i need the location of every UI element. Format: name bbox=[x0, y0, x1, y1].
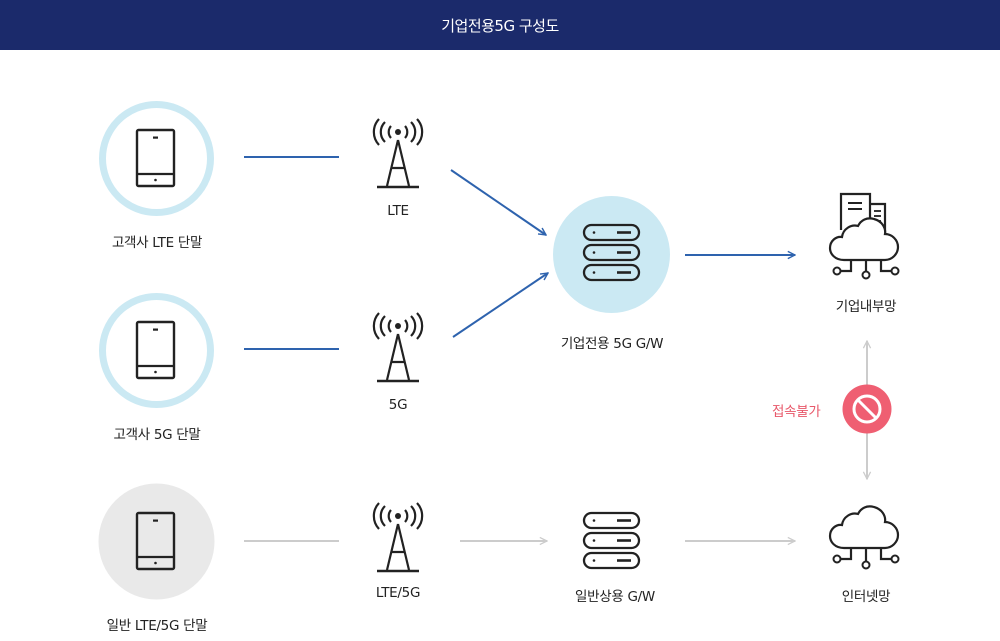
blocked-label: 접속불가 bbox=[772, 404, 821, 420]
network-enterprise-internal bbox=[826, 190, 906, 286]
tower-label: LTE bbox=[387, 203, 409, 219]
tower-5g bbox=[370, 312, 426, 388]
device-customer-5g bbox=[98, 292, 215, 413]
cell-tower-icon bbox=[372, 118, 424, 189]
blocked-indicator bbox=[842, 384, 892, 438]
tower-lte-5g bbox=[370, 502, 426, 578]
tablet-icon bbox=[99, 101, 214, 216]
diagram-header: 기업전용5G 구성도 bbox=[0, 0, 1000, 50]
cell-tower-icon bbox=[372, 502, 424, 573]
cloud-network-icon bbox=[828, 505, 900, 570]
arrow-lte-tower-to-gateway bbox=[450, 169, 546, 235]
tower-label: LTE/5G bbox=[375, 585, 421, 601]
gateway-general bbox=[553, 483, 670, 604]
cloud-building-icon bbox=[828, 192, 900, 280]
device-label: 일반 LTE/5G 단말 bbox=[106, 618, 208, 634]
network-label: 기업내부망 bbox=[835, 299, 897, 315]
tower-lte bbox=[370, 118, 426, 194]
gateway-label: 일반상용 G/W bbox=[575, 589, 655, 605]
no-entry-icon bbox=[842, 384, 892, 434]
gateway-label: 기업전용 5G G/W bbox=[560, 336, 664, 352]
server-icon bbox=[582, 511, 641, 570]
tablet-icon bbox=[99, 293, 214, 408]
diagram-title: 기업전용5G 구성도 bbox=[441, 16, 559, 35]
server-icon bbox=[553, 196, 670, 313]
network-internet bbox=[826, 500, 906, 580]
device-general bbox=[98, 483, 215, 604]
tower-label: 5G bbox=[388, 397, 408, 413]
device-label: 고객사 5G 단말 bbox=[113, 427, 201, 443]
arrow-5g-tower-to-gateway bbox=[452, 273, 548, 338]
tablet-icon bbox=[98, 483, 215, 600]
cell-tower-icon bbox=[372, 312, 424, 383]
device-customer-lte bbox=[98, 100, 215, 221]
network-label: 인터넷망 bbox=[841, 589, 891, 605]
device-label: 고객사 LTE 단말 bbox=[111, 235, 203, 251]
gateway-enterprise-5g bbox=[553, 196, 670, 317]
